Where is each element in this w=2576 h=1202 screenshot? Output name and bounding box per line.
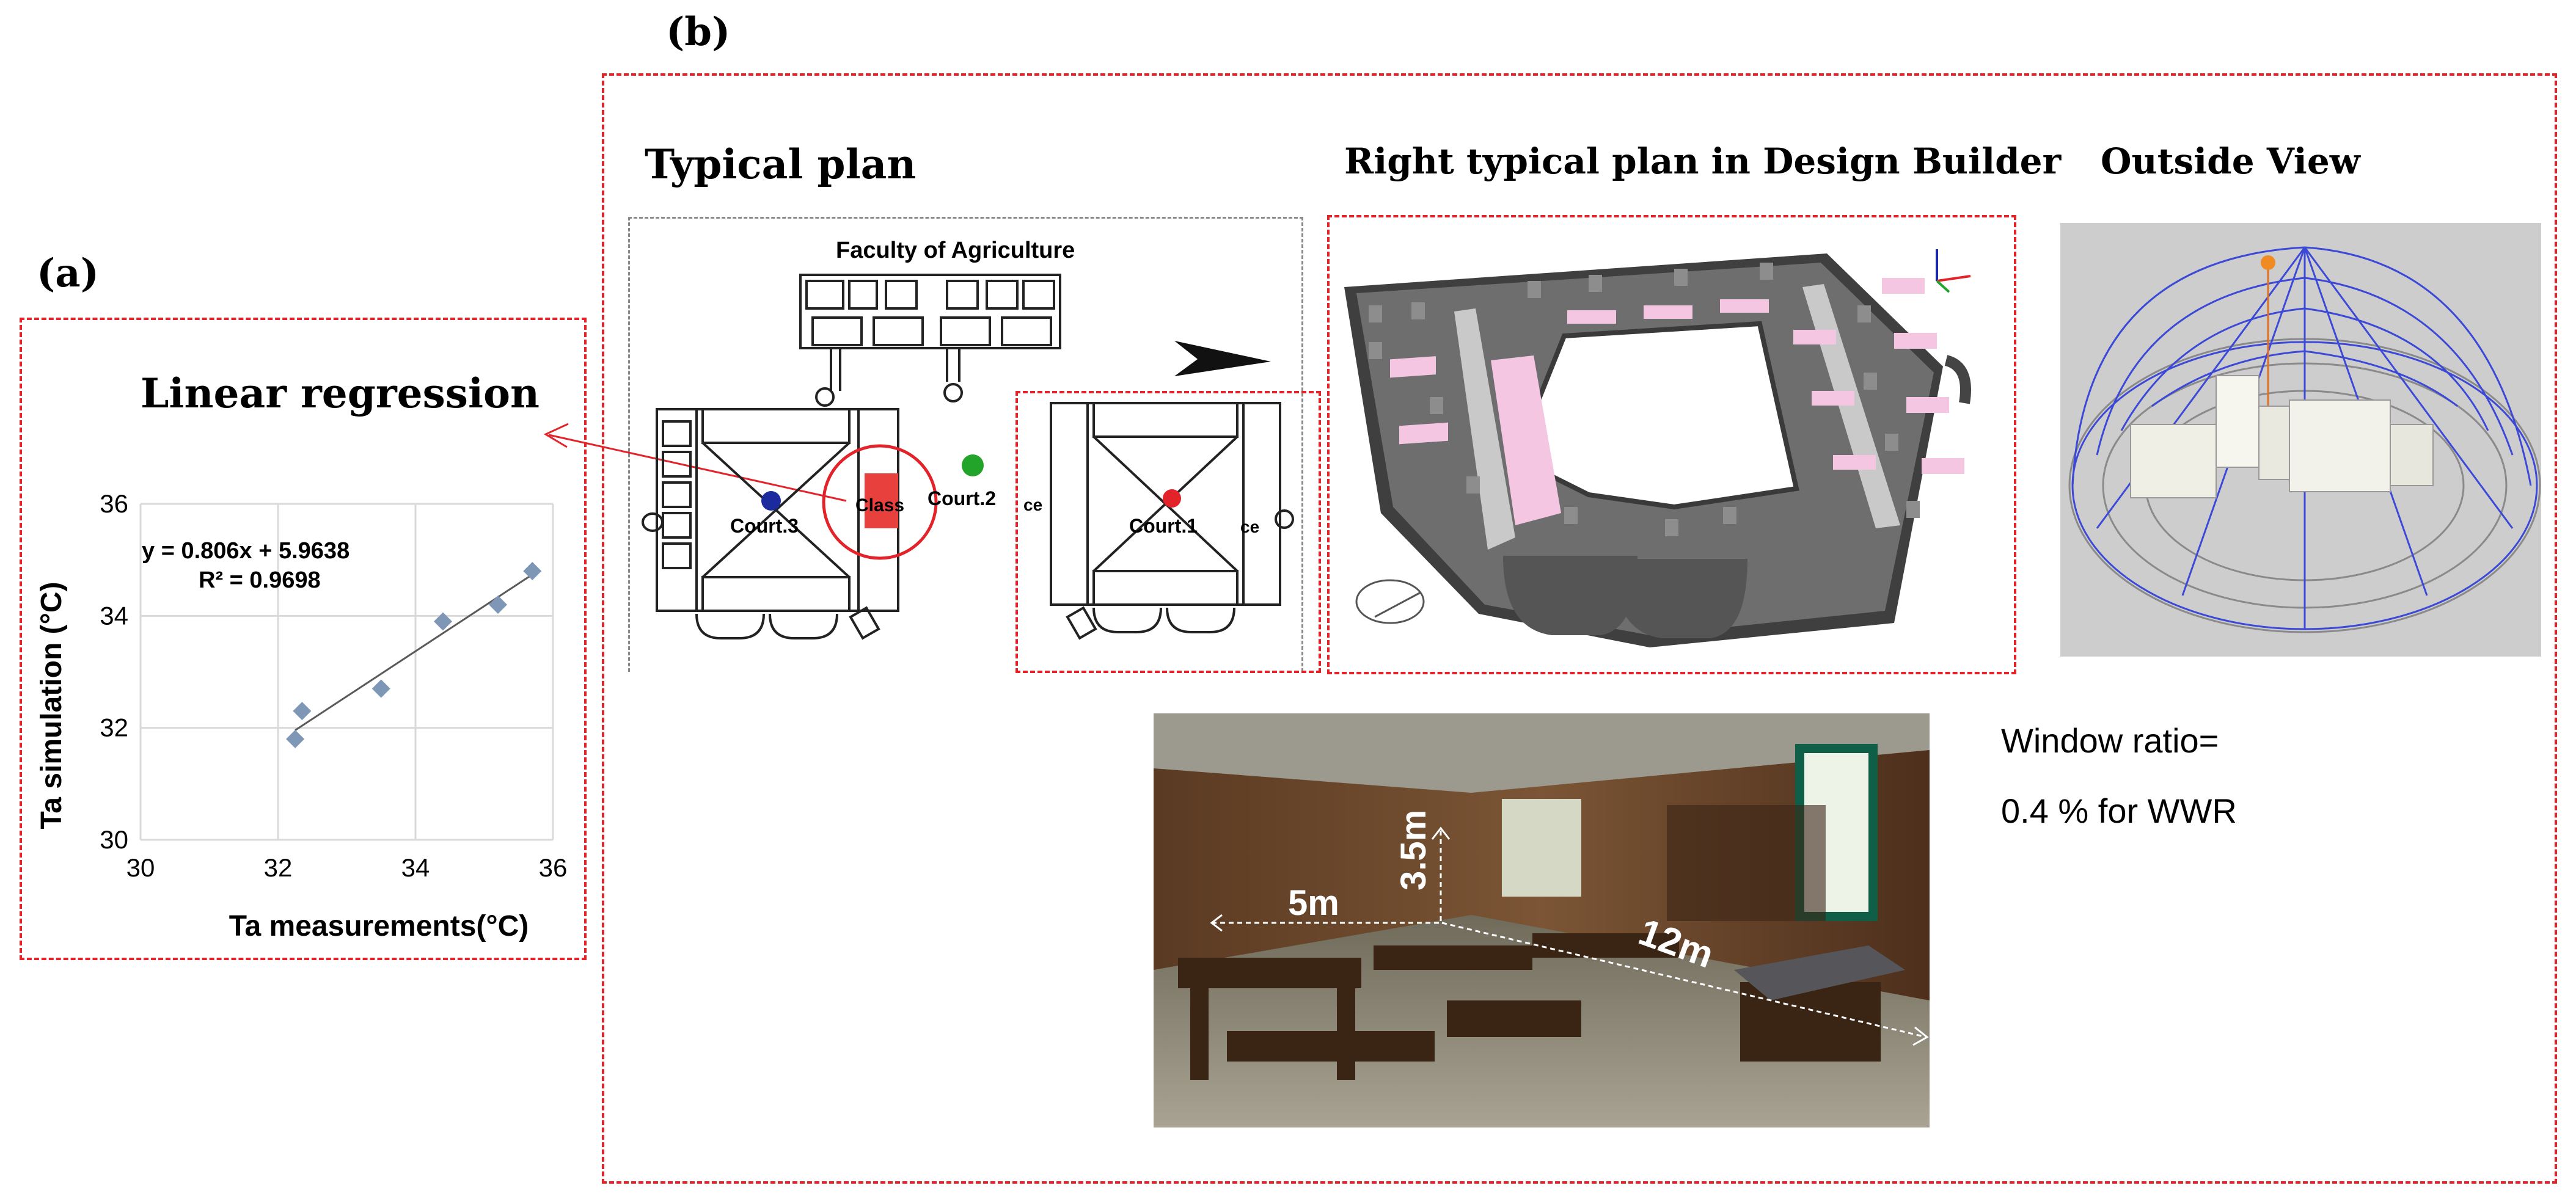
typical-plan-frame — [628, 217, 1303, 672]
chart-grid — [139, 503, 554, 841]
outside-view-render — [2060, 223, 2541, 657]
court2-dot — [962, 454, 984, 476]
typical-plan-drawing: Faculty of Agriculture — [642, 238, 1294, 640]
building-models — [2130, 375, 2434, 498]
design-builder-title: Right typical plan in Design Builder — [1344, 140, 2062, 182]
outside-view-title: Outside View — [2101, 140, 2360, 182]
y-tick-label: 32 — [100, 713, 128, 742]
equation-label: y = 0.806x + 5.9638 — [142, 538, 349, 564]
data-point — [293, 702, 312, 721]
chart-points — [286, 562, 542, 748]
ce-right-label: ce — [1240, 517, 1259, 536]
panel-a-frame — [20, 318, 587, 960]
data-point — [523, 562, 542, 580]
data-point — [371, 679, 390, 698]
data-point — [489, 596, 507, 614]
class-highlight-circle — [822, 444, 938, 560]
classroom-photo: 3.5m 5m 12m — [1154, 713, 1930, 1127]
window-ratio-line1: Window ratio= — [2001, 721, 2219, 760]
regression-chart: 30 32 34 36 30 32 34 36 y = 0.806x + 5.9638 R² … — [35, 489, 567, 942]
y-tick-label: 36 — [100, 489, 128, 518]
design-builder-model — [1344, 249, 1971, 647]
sun-position-icon — [2261, 255, 2275, 270]
ce-left-label: ce — [1023, 495, 1042, 514]
court3-dot — [761, 491, 781, 511]
north-arrow-icon — [1174, 341, 1271, 376]
court1-dot — [1163, 489, 1181, 508]
court3-label: Court.3 — [730, 515, 799, 537]
panel-b-frame — [602, 73, 2557, 1184]
y-tick-label: 30 — [100, 825, 128, 854]
x-tick-label: 30 — [126, 853, 155, 882]
typical-plan-title: Typical plan — [645, 140, 917, 188]
class-room — [865, 473, 898, 528]
court2-label: Court.2 — [928, 487, 996, 509]
x-axis-label: Ta measurements(°C) — [229, 910, 529, 942]
chart-ticks: 30 32 34 36 30 32 34 36 — [100, 489, 567, 882]
axes-icon — [1936, 249, 1971, 293]
panel-b-label: (b) — [666, 9, 731, 55]
faculty-label: Faculty of Agriculture — [836, 238, 1075, 263]
y-tick-label: 34 — [100, 601, 128, 630]
y-axis-label: Ta simulation (°C) — [35, 582, 68, 829]
dim-width: 5m — [1288, 883, 1339, 923]
class-label: Class — [855, 495, 904, 515]
design-builder-frame — [1327, 215, 2016, 674]
data-point — [434, 612, 452, 631]
trendline — [295, 574, 533, 731]
data-point — [286, 730, 305, 748]
x-tick-label: 36 — [539, 853, 568, 882]
x-tick-label: 32 — [264, 853, 293, 882]
r2-label: R² = 0.9698 — [199, 567, 321, 593]
court1-label: Court.1 — [1129, 515, 1198, 537]
dim-height: 3.5m — [1394, 810, 1433, 891]
panel-a-title: Linear regression — [141, 370, 540, 417]
panel-a-label: (a) — [37, 250, 100, 296]
x-tick-label: 34 — [401, 853, 430, 882]
window-ratio-line2: 0.4 % for WWR — [2001, 792, 2237, 830]
right-block-frame — [1015, 391, 1321, 673]
